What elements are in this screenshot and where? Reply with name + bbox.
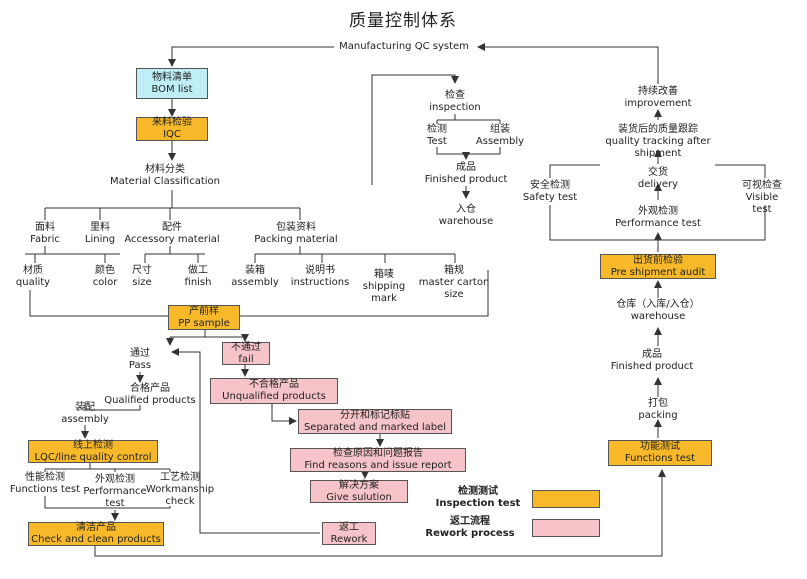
functions-right-box: 功能测试 Functions test: [608, 440, 712, 466]
workmanship-label: 工艺检测 Workmanship check: [145, 472, 215, 507]
legend-rework-swatch: [532, 519, 600, 537]
material-quality-label: 材质 quality: [15, 265, 51, 288]
qualified-label: 合格产品 Qualified products: [104, 383, 196, 406]
packing-label: 打包 packing: [638, 398, 678, 421]
lqc-box: 线上检测 LQC/line quality control: [28, 440, 158, 463]
assembly-mid-label: 装配 assembly: [61, 402, 109, 425]
safety-label: 安全检测 Safety test: [522, 180, 578, 203]
root-label: Manufacturing QC system: [339, 41, 469, 52]
check-clean-box: 清洁产品 Check and clean products: [28, 522, 164, 546]
assembly-top-label: 组装 Assembly: [475, 124, 525, 147]
iqc-box: 来料检验 IQC: [136, 117, 208, 141]
delivery-label: 交货 delivery: [637, 167, 679, 190]
unqualified-box: 不合格产品 Unqualified products: [210, 378, 338, 404]
legend-inspection-label: 检测测试 Inspection test: [435, 486, 521, 509]
instructions-label: 说明书 instructions: [290, 265, 350, 288]
legend-rework-label: 返工流程 Rework process: [425, 516, 515, 539]
tracking-label: 装货后的质量跟踪 quality tracking after shipment: [605, 124, 711, 159]
finished-right-label: 成品 Finished product: [610, 349, 694, 372]
carton-size-label: 箱规 master carton size: [418, 265, 490, 300]
visible-label: 可视检查 Visible test: [742, 180, 782, 215]
performance-right-label: 外观检测 Performance test: [615, 206, 701, 229]
packing-assembly-label: 装箱 assembly: [231, 265, 279, 288]
give-solution-box: 解决方案 Give sulution: [310, 480, 408, 503]
performance-test-left-label: 外观检测 Performance test: [83, 474, 147, 509]
warehouse-top-label: 入仓 warehouse: [438, 204, 494, 227]
finish-label: 做工 finish: [184, 265, 212, 288]
legend-inspection-swatch: [532, 490, 600, 508]
packing-material-label: 包装资料 Packing material: [254, 222, 338, 245]
separated-box: 分开和标记标贴 Separated and marked label: [298, 409, 452, 434]
size-label: 尺寸 size: [132, 265, 152, 288]
pass-label: 通过 Pass: [128, 348, 152, 371]
lining-label: 里料 Lining: [84, 222, 116, 245]
functions-test-left-label: 性能检测 Functions test: [9, 472, 81, 495]
fail-box: 不通过 fail: [222, 342, 270, 365]
shipping-mark-label: 箱唛 shipping mark: [362, 269, 406, 304]
inspection-label: 检查 inspection: [429, 90, 481, 113]
fabric-label: 面料 Fabric: [30, 222, 60, 245]
page-title: 质量控制体系: [349, 11, 457, 31]
pp-sample-box: 产前样 PP sample: [168, 305, 240, 330]
preshipment-box: 出货前检验 Pre shipment audit: [600, 254, 716, 279]
improvement-label: 持续改善 improvement: [624, 86, 692, 109]
bom-box: 物料清单 BOM list: [136, 68, 208, 99]
color-label: 颜色 color: [92, 265, 118, 288]
find-reasons-box: 检查原因和问题报告 Find reasons and issue report: [290, 448, 466, 472]
rework-box: 返工 Rework: [322, 522, 376, 545]
accessory-label: 配件 Accessory material: [124, 222, 220, 245]
finished-top-label: 成品 Finished product: [424, 162, 508, 185]
warehouse-right-label: 仓库（入库/入仓） warehouse: [616, 299, 700, 322]
test-label: 检测 Test: [427, 124, 447, 147]
material-class-label: 材料分类 Material Classification: [110, 164, 220, 187]
